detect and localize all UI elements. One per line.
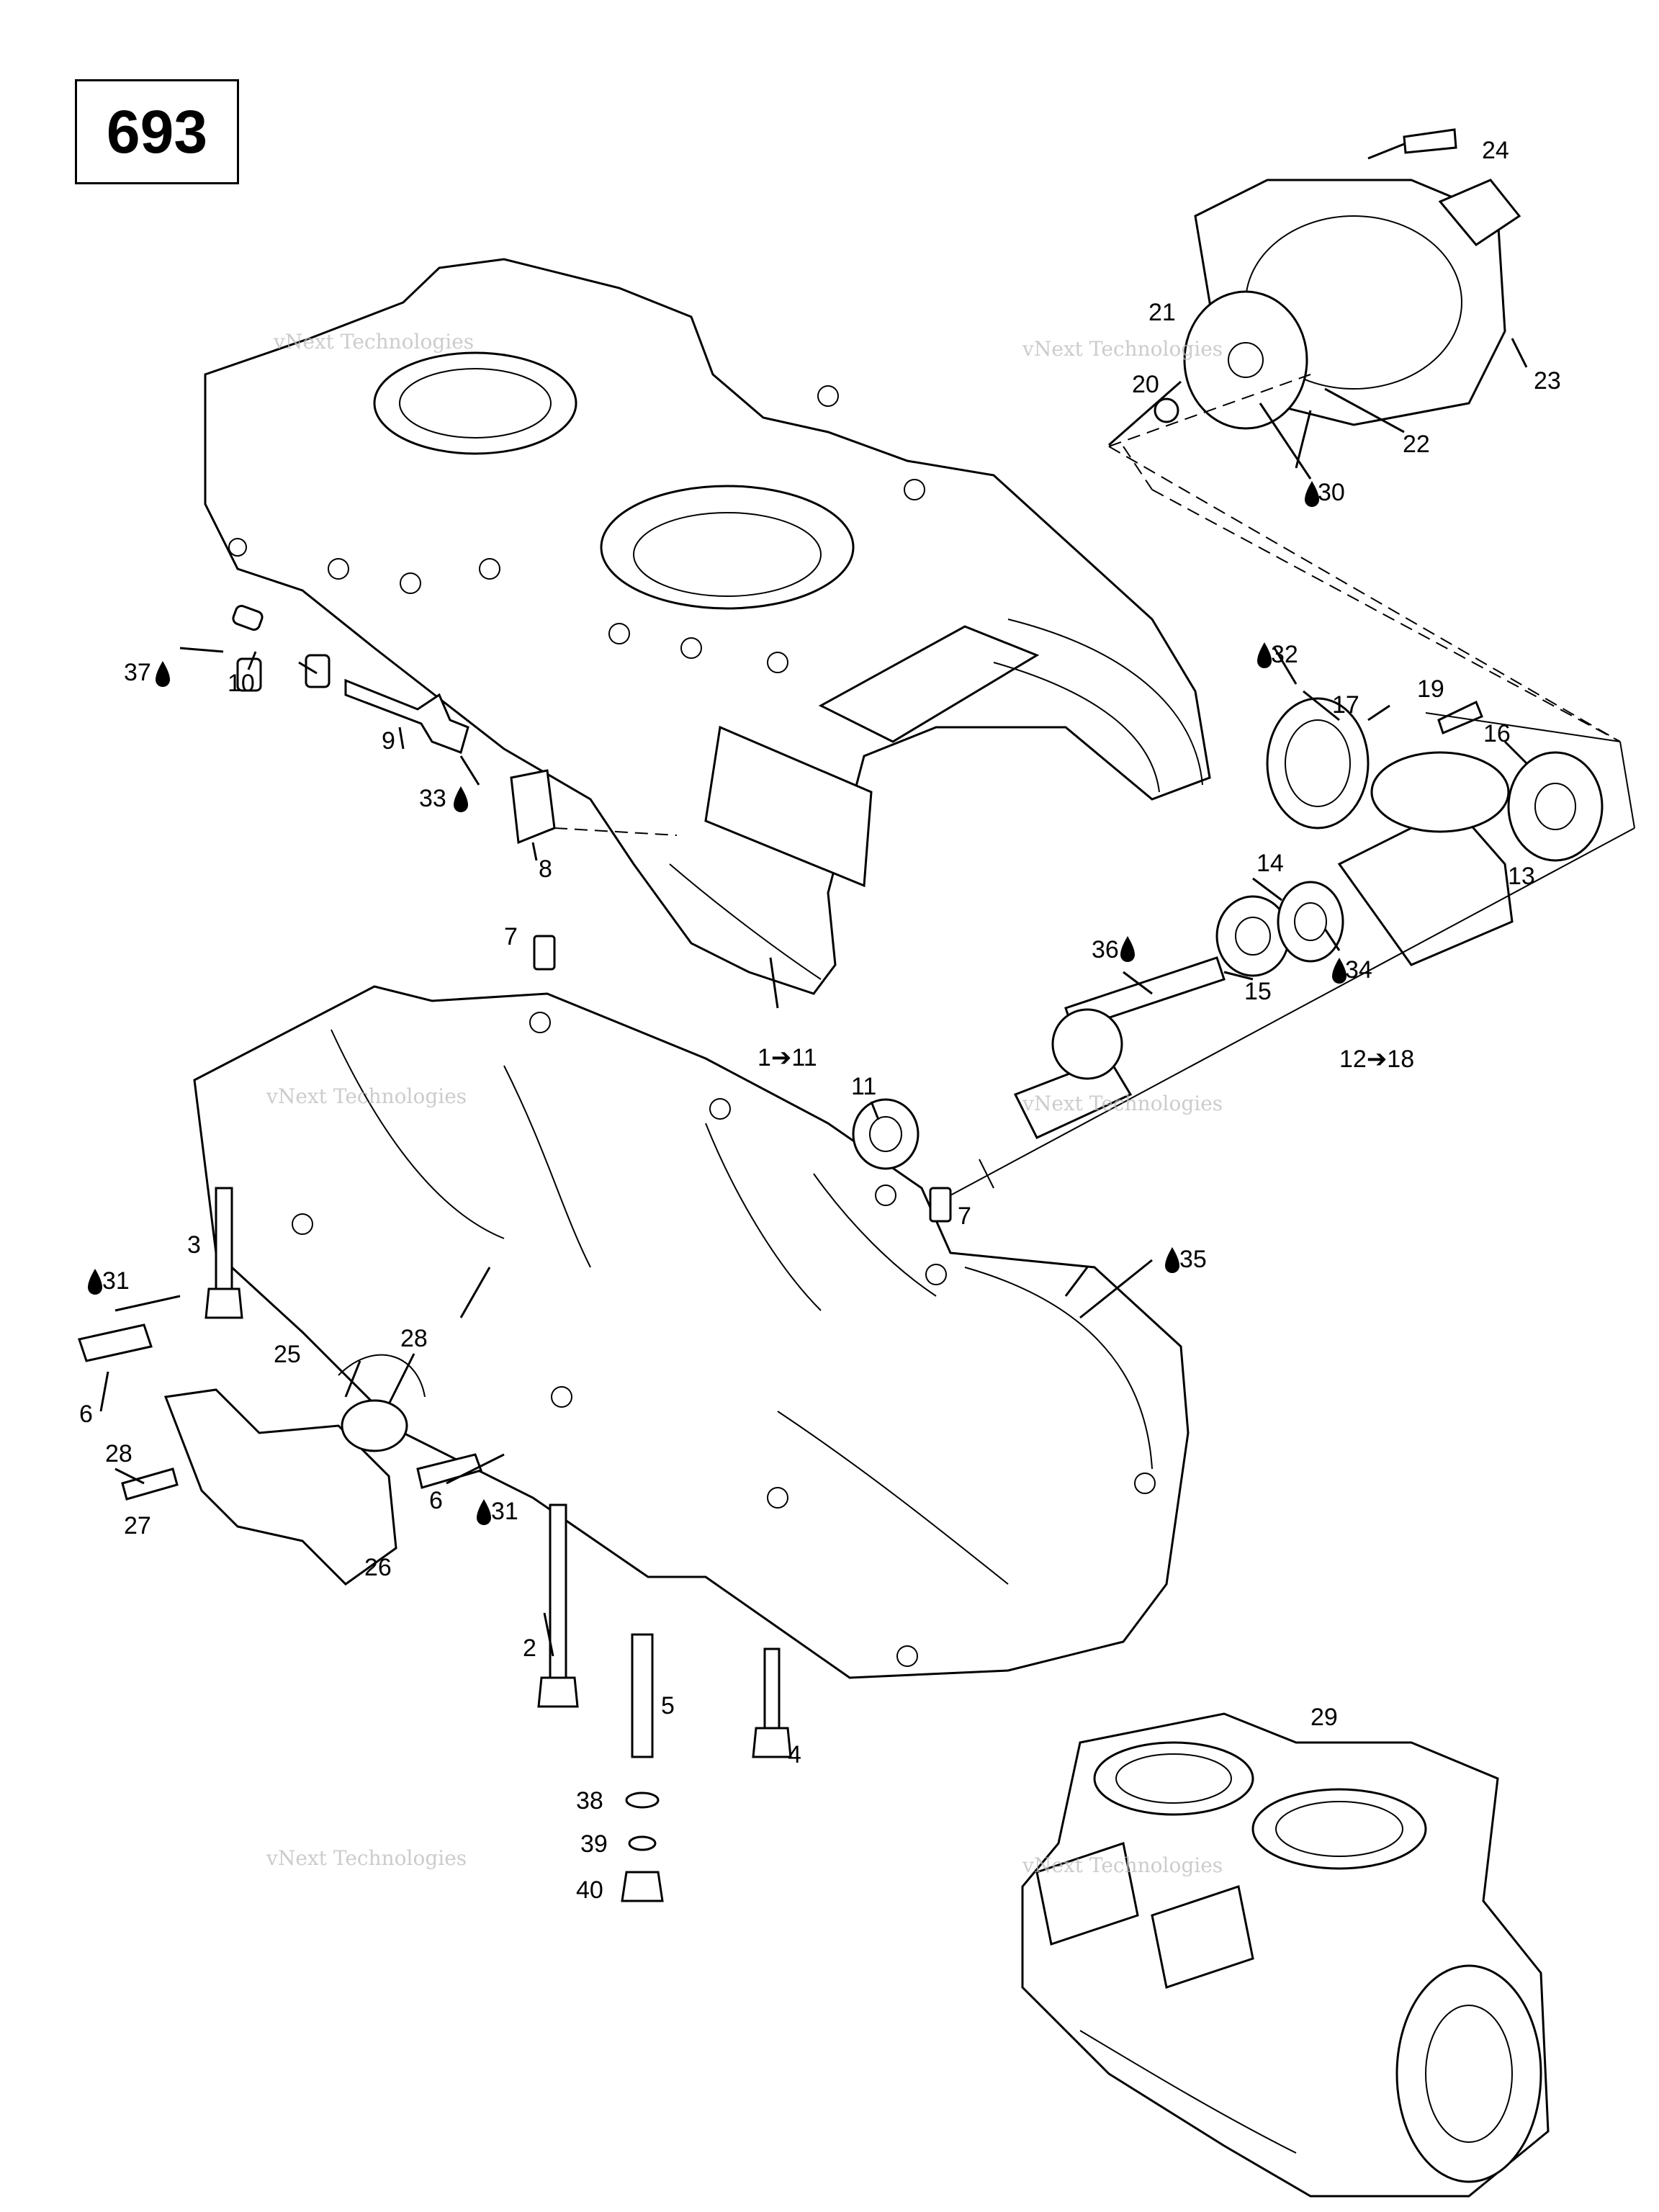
oil-drop-icon [88, 1269, 102, 1295]
oil-drop-icon [477, 1499, 491, 1525]
callout-28-left: 28 [105, 1440, 132, 1467]
callout-37: 37 [124, 659, 151, 686]
callout-33: 33 [419, 785, 446, 812]
callout-21: 21 [1148, 299, 1176, 326]
callout-39: 39 [580, 1830, 608, 1858]
callout-31-left: 31 [102, 1267, 130, 1295]
callout-6-right: 6 [429, 1487, 443, 1514]
callout-2: 2 [523, 1635, 536, 1662]
oil-drop-icon [1332, 958, 1346, 984]
oil-drop-icon [1257, 642, 1272, 668]
callout-5: 5 [661, 1692, 675, 1719]
callout-20: 20 [1132, 371, 1159, 398]
leader-lines [99, 143, 1635, 1657]
callout-29: 29 [1310, 1704, 1338, 1731]
oil-pump-drawing [78, 1295, 482, 1586]
callout-26: 26 [364, 1554, 392, 1581]
watermark: vNext Technologies [1022, 1853, 1223, 1877]
callout-7-upper: 7 [504, 923, 518, 950]
watermark: vNext Technologies [266, 1084, 467, 1108]
callout-27: 27 [124, 1512, 151, 1539]
watermark: vNext Technologies [266, 1846, 467, 1870]
callout-28-upper: 28 [400, 1325, 428, 1352]
engine-assembly-drawing [1021, 1712, 1550, 2198]
watermark: vNext Technologies [273, 330, 474, 354]
callout-3: 3 [187, 1231, 201, 1259]
callout-4: 4 [788, 1741, 801, 1768]
oil-drop-icon [454, 786, 468, 812]
callout-6-left: 6 [79, 1401, 93, 1428]
callout-7-lower: 7 [958, 1202, 971, 1230]
callout-24: 24 [1482, 137, 1509, 164]
callout-38: 38 [576, 1787, 603, 1815]
callout-19: 19 [1417, 675, 1444, 703]
callout-32: 32 [1271, 641, 1298, 668]
callout-23: 23 [1534, 367, 1561, 395]
oil-drop-icon [1165, 1247, 1179, 1273]
upper-crankcase-drawing [204, 258, 1211, 995]
callout-9: 9 [382, 727, 395, 755]
oil-drop-icon [1120, 936, 1135, 962]
crankshaft-drawing [852, 697, 1604, 1170]
callout-13: 13 [1508, 863, 1535, 890]
callout-30: 30 [1318, 479, 1345, 506]
callout-34: 34 [1345, 956, 1372, 984]
callout-17: 17 [1332, 691, 1359, 719]
watermark: vNext Technologies [1022, 1092, 1223, 1115]
diagram-code: 693 [106, 97, 208, 166]
oil-drop-icon [1305, 481, 1319, 507]
diagram-code-box: 693 [75, 79, 239, 184]
callout-16: 16 [1483, 720, 1511, 747]
lower-crankcase-drawing [193, 985, 1190, 1679]
callout-40: 40 [576, 1876, 603, 1904]
callout-11: 11 [851, 1073, 876, 1100]
callout-14: 14 [1256, 850, 1284, 877]
callout-12-18: 12➔18 [1339, 1046, 1414, 1073]
callout-1-11: 1➔11 [757, 1044, 817, 1071]
callout-15: 15 [1244, 978, 1272, 1005]
water-pump-cover-drawing [1154, 179, 1521, 430]
callout-8: 8 [539, 855, 552, 883]
callout-36: 36 [1092, 936, 1119, 963]
upper-small-parts-drawing [179, 605, 678, 861]
callout-25: 25 [274, 1341, 301, 1368]
callout-10: 10 [228, 670, 255, 697]
watermarks: vNext Technologies vNext Technologies vN… [266, 330, 1223, 1877]
callout-labels: 24 21 20 23 22 30 32 17 19 16 14 13 34 1… [79, 137, 1561, 1904]
oil-drop-icon [156, 661, 170, 687]
watermark: vNext Technologies [1022, 337, 1223, 361]
callout-35: 35 [1179, 1246, 1207, 1273]
callout-31-right: 31 [491, 1498, 518, 1525]
oil-drop-icons [88, 481, 1346, 1525]
callout-22: 22 [1403, 431, 1430, 458]
